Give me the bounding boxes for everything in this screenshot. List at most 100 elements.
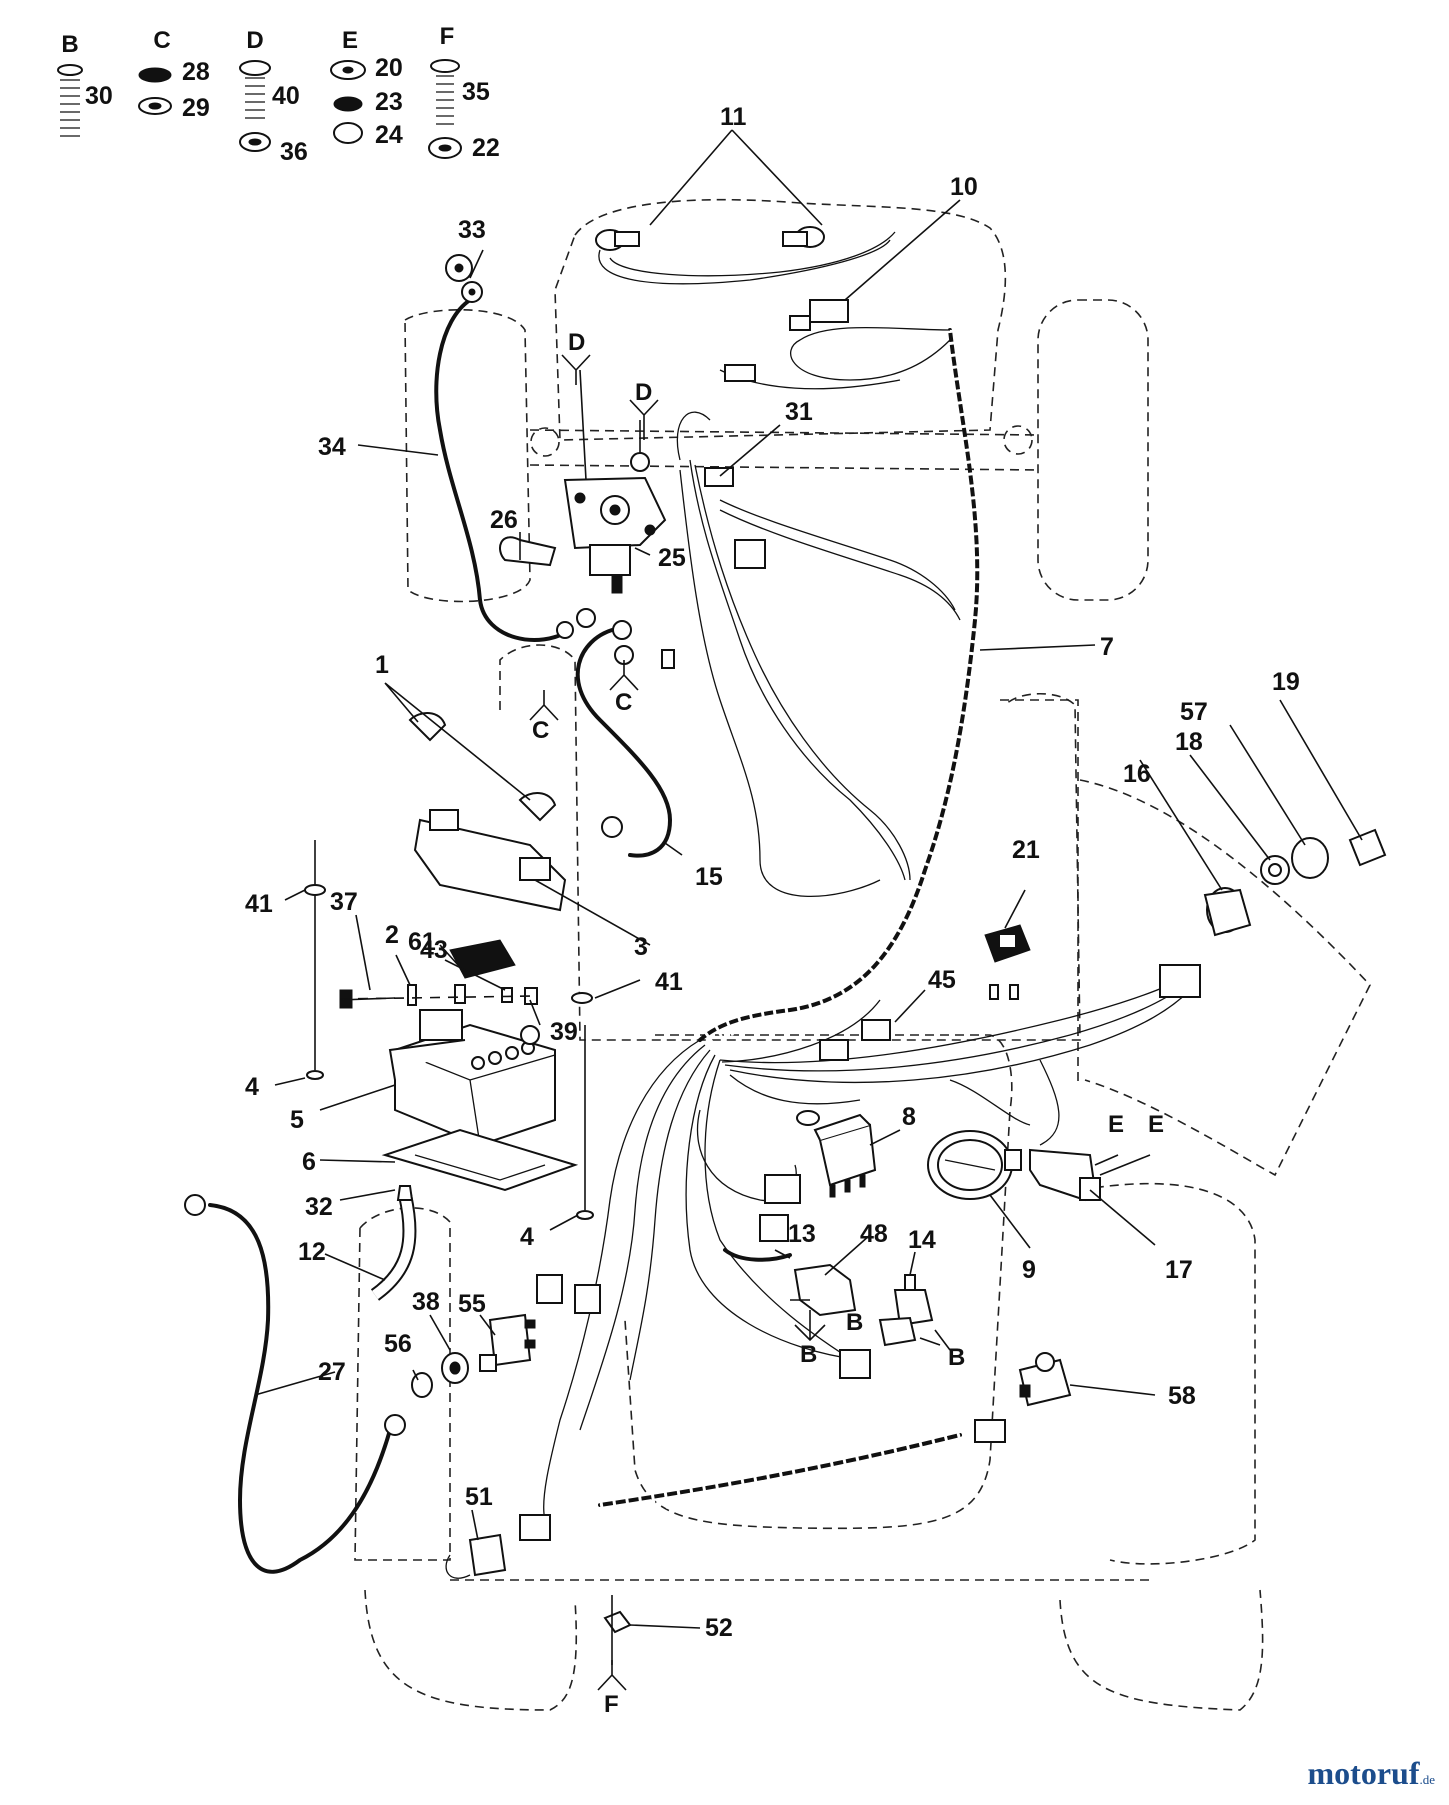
clip-52 xyxy=(603,1610,632,1634)
callout-5: 5 xyxy=(290,1106,304,1134)
terminal-boot xyxy=(499,536,557,567)
callout-37: 37 xyxy=(330,888,358,916)
callout-19: 19 xyxy=(1272,668,1300,696)
switch-bracket xyxy=(793,1263,857,1317)
seat-switch xyxy=(1018,1352,1072,1407)
battery xyxy=(388,1009,556,1147)
washer-41 xyxy=(304,884,326,896)
callout-55: 55 xyxy=(458,1290,486,1318)
ref-e-1: E xyxy=(1108,1111,1124,1138)
callout-27: 27 xyxy=(318,1358,346,1386)
callout-8: 8 xyxy=(902,1103,916,1131)
tractor-outline xyxy=(354,198,1371,1711)
connector-10 xyxy=(809,299,849,323)
callout-41-left: 41 xyxy=(245,890,273,918)
plunger-switch xyxy=(878,1274,934,1347)
ignition-switch xyxy=(1159,887,1252,998)
main-harness-coil xyxy=(691,328,991,1051)
callout-14: 14 xyxy=(908,1226,936,1254)
rear-harness-coil xyxy=(597,1421,964,1519)
hardware-screw-b xyxy=(57,64,83,137)
callout-39: 39 xyxy=(550,1018,578,1046)
battery-hold-down xyxy=(413,809,567,912)
callout-25: 25 xyxy=(658,544,686,572)
legend-number-29: 29 xyxy=(182,94,210,122)
ignition-key xyxy=(1348,828,1387,867)
connector-front xyxy=(734,539,766,569)
ref-b-3: B xyxy=(948,1344,965,1371)
legend-number-36: 36 xyxy=(280,138,308,166)
callout-31: 31 xyxy=(785,398,813,426)
legend-number-40: 40 xyxy=(272,82,300,110)
callout-43: 43 xyxy=(420,936,448,964)
callout-numbers: 1 2 3 4 4 5 6 7 8 9 10 11 12 13 14 15 16… xyxy=(245,103,1300,1642)
callout-18: 18 xyxy=(1175,728,1203,756)
callout-16: 16 xyxy=(1123,760,1151,788)
legend-number-30: 30 xyxy=(85,82,113,110)
callout-34: 34 xyxy=(318,433,346,461)
callout-13: 13 xyxy=(788,1220,816,1248)
callout-11: 11 xyxy=(720,103,747,131)
callout-15: 15 xyxy=(695,863,723,891)
hardware-bolt-d xyxy=(239,60,271,152)
ref-e-2: E xyxy=(1148,1111,1164,1138)
starter-solenoid xyxy=(563,369,667,665)
hardware-lockwasher-e24 xyxy=(333,122,363,144)
ref-b-2: B xyxy=(800,1341,817,1368)
legend-letter-b: B xyxy=(61,31,78,58)
connector-31 xyxy=(704,467,734,487)
switch-nut-56 xyxy=(411,1372,433,1398)
callout-26: 26 xyxy=(490,506,518,534)
connector-45 xyxy=(861,1019,891,1041)
callout-45: 45 xyxy=(928,966,956,994)
legend-number-24: 24 xyxy=(375,121,403,149)
spacer-2 xyxy=(407,984,417,1006)
callout-6: 6 xyxy=(302,1148,316,1176)
hour-meter xyxy=(927,1130,1022,1200)
pto-connector xyxy=(445,1533,507,1579)
callout-12: 12 xyxy=(298,1238,326,1266)
ref-b-1: B xyxy=(846,1309,863,1336)
callout-9: 9 xyxy=(1022,1256,1036,1284)
callout-7: 7 xyxy=(1100,633,1114,661)
callout-10: 10 xyxy=(950,173,978,201)
hardware-bolt-f xyxy=(428,59,462,159)
callout-4-right: 4 xyxy=(520,1223,534,1251)
legend-letter-e: E xyxy=(342,27,358,54)
ref-d-1: D xyxy=(568,329,585,356)
callout-17: 17 xyxy=(1165,1256,1193,1284)
callout-61: 61 xyxy=(408,928,436,956)
callout-52: 52 xyxy=(705,1614,733,1642)
callout-41-right: 41 xyxy=(655,968,683,996)
callout-4-left: 4 xyxy=(245,1073,259,1101)
ref-c-1: C xyxy=(532,717,549,744)
vent-hose xyxy=(372,1193,415,1300)
harness-wires xyxy=(208,231,1191,1574)
leader-lines xyxy=(254,129,1363,1629)
callout-51: 51 xyxy=(465,1483,493,1511)
reference-letters: D D C C B B B E E F xyxy=(532,329,1164,1718)
callout-2: 2 xyxy=(385,921,399,949)
battery-tray xyxy=(381,1128,579,1192)
ref-f: F xyxy=(604,1691,619,1718)
connector-upper xyxy=(724,364,756,382)
callout-58: 58 xyxy=(1168,1382,1196,1410)
switch-bezel xyxy=(1291,837,1329,879)
callout-33: 33 xyxy=(458,216,486,244)
callout-1: 1 xyxy=(375,651,389,679)
callout-56: 56 xyxy=(384,1330,412,1358)
legend-letter-d: D xyxy=(246,27,263,54)
relay xyxy=(813,1113,877,1198)
nut-43 xyxy=(501,987,513,1003)
watermark-logo: motoruf.de xyxy=(1308,1755,1436,1792)
hardware-nut-c28 xyxy=(138,67,172,83)
legend-number-20: 20 xyxy=(375,54,403,82)
callout-21: 21 xyxy=(1012,836,1040,864)
battery-pad xyxy=(449,939,516,979)
hardware-nut-e23 xyxy=(333,96,363,112)
legend-number-35: 35 xyxy=(462,78,490,106)
callout-57: 57 xyxy=(1180,698,1208,726)
callout-38: 38 xyxy=(412,1288,440,1316)
